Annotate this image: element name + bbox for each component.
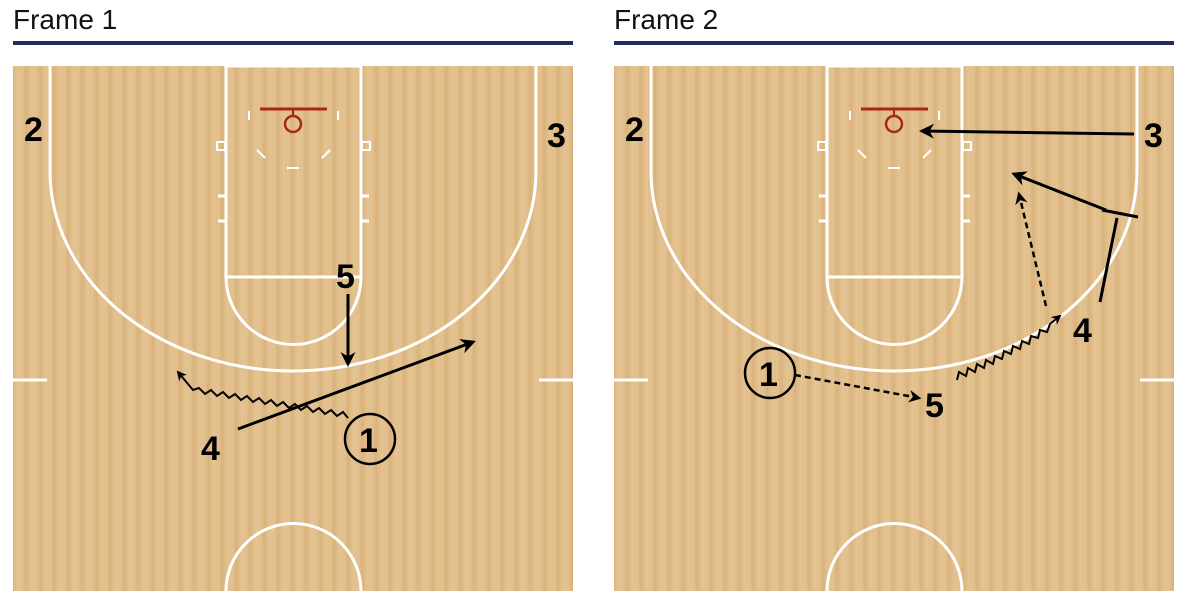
players: 2 3 4 5 1 bbox=[625, 111, 1163, 425]
paint-lane bbox=[825, 66, 964, 279]
ball-handler-circle bbox=[743, 346, 797, 400]
free-throw-circle bbox=[825, 276, 964, 346]
frame-title: Frame 1 bbox=[13, 4, 118, 35]
player-2: 2 bbox=[24, 111, 43, 149]
title-underline bbox=[614, 41, 1174, 45]
free-throw-circle bbox=[224, 276, 363, 346]
frame-title: Frame 2 bbox=[614, 4, 719, 35]
court-floor bbox=[614, 66, 1174, 591]
rim bbox=[283, 114, 303, 134]
court-diagram: 2 3 4 5 1 bbox=[614, 66, 1174, 591]
center-circle bbox=[825, 522, 964, 591]
court-lines bbox=[13, 66, 573, 591]
block-mark bbox=[817, 141, 827, 151]
title-underline bbox=[13, 41, 573, 45]
court-lines bbox=[614, 66, 1174, 591]
paint-lane bbox=[224, 66, 363, 279]
player-3: 3 bbox=[1144, 117, 1163, 155]
restricted-arc bbox=[248, 111, 339, 169]
rim bbox=[884, 114, 904, 134]
screen-path-4 bbox=[1098, 208, 1139, 303]
cut-path-4 bbox=[237, 339, 476, 431]
players: 2 3 5 4 1 bbox=[24, 111, 566, 468]
player-4: 4 bbox=[201, 430, 220, 468]
dribble-path-5 bbox=[956, 314, 1062, 381]
ball-handler-circle bbox=[343, 412, 397, 466]
player-3: 3 bbox=[547, 117, 566, 155]
action-lines bbox=[176, 294, 476, 431]
player-4: 4 bbox=[1073, 312, 1092, 350]
block-mark bbox=[216, 141, 226, 151]
block-mark bbox=[962, 141, 972, 151]
pass-path-1-to-5 bbox=[794, 373, 922, 403]
frame-2: Frame 2 bbox=[614, 0, 1174, 602]
player-5: 5 bbox=[925, 387, 944, 425]
dribble-path-1 bbox=[176, 370, 349, 419]
frame-1: Frame 1 bbox=[13, 0, 573, 602]
cut-path-3 bbox=[919, 123, 1135, 139]
court: 2 3 5 4 1 bbox=[13, 66, 573, 591]
block-mark bbox=[361, 141, 371, 151]
center-circle bbox=[224, 522, 363, 591]
player-2: 2 bbox=[625, 111, 644, 149]
court-floor bbox=[13, 66, 573, 591]
three-point-line bbox=[649, 66, 1139, 373]
restricted-arc bbox=[849, 111, 940, 169]
court-diagram: 2 3 5 4 1 bbox=[13, 66, 573, 591]
action-lines bbox=[794, 123, 1139, 403]
player-1: 1 bbox=[759, 356, 778, 394]
court: 2 3 4 5 1 bbox=[614, 66, 1174, 591]
three-point-line bbox=[48, 66, 538, 373]
player-1: 1 bbox=[359, 422, 378, 460]
player-5: 5 bbox=[336, 258, 355, 296]
flare-cut-path bbox=[1011, 171, 1107, 212]
